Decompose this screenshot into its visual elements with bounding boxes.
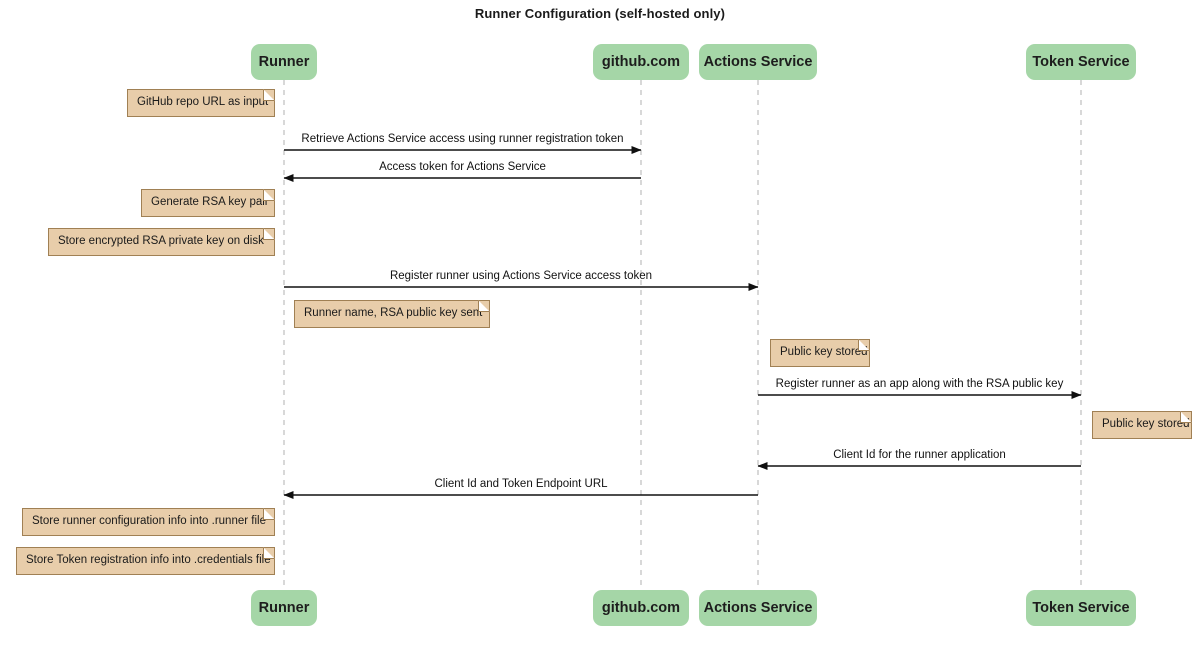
message-label-text: Client Id and Token Endpoint URL <box>434 478 608 490</box>
message-label-text: Client Id for the runner application <box>833 449 1006 461</box>
participant-label: Token Service <box>1032 54 1130 70</box>
participant-label: Token Service <box>1032 600 1130 616</box>
note-text: GitHub repo URL as input <box>137 96 269 109</box>
note-store-encrypted-rsa: Store encrypted RSA private key on disk <box>48 228 275 256</box>
note-text: Store runner configuration info into .ru… <box>32 515 266 528</box>
participant-runner-top[interactable]: Runner <box>251 44 317 80</box>
message-label-text: Retrieve Actions Service access using ru… <box>301 133 624 145</box>
note-text: Store Token registration info into .cred… <box>26 554 271 567</box>
note-fold-corner-icon <box>263 89 275 101</box>
participant-label: Actions Service <box>703 54 813 70</box>
note-fold-corner-icon <box>263 228 275 240</box>
message-label-text: Register runner as an app along with the… <box>775 378 1064 390</box>
note-generate-rsa: Generate RSA key pair <box>141 189 275 217</box>
note-fold-corner-icon <box>478 300 490 312</box>
participant-github-top[interactable]: github.com <box>593 44 689 80</box>
lifelines-group <box>283 80 1082 588</box>
participant-runner-bottom[interactable]: Runner <box>251 590 317 626</box>
participant-token-bottom[interactable]: Token Service <box>1026 590 1136 626</box>
message-label-text: Access token for Actions Service <box>379 161 546 173</box>
participant-actions-top[interactable]: Actions Service <box>699 44 817 80</box>
note-store-runner-config: Store runner configuration info into .ru… <box>22 508 275 536</box>
note-fold-corner-icon <box>858 339 870 351</box>
note-text: Public key stored <box>780 346 868 359</box>
note-text: Public key stored <box>1102 418 1190 431</box>
note-fold-corner-icon <box>1180 411 1192 423</box>
participant-label: Runner <box>258 54 310 70</box>
page-title: Runner Configuration (self-hosted only) <box>474 6 726 21</box>
note-public-key-stored-token: Public key stored <box>1092 411 1192 439</box>
message-arrows-group <box>283 146 1082 499</box>
participant-label: Runner <box>258 600 310 616</box>
participant-token-top[interactable]: Token Service <box>1026 44 1136 80</box>
note-text: Store encrypted RSA private key on disk <box>58 235 264 248</box>
note-store-token-registration: Store Token registration info into .cred… <box>16 547 275 575</box>
participant-actions-bottom[interactable]: Actions Service <box>699 590 817 626</box>
note-github-repo-url: GitHub repo URL as input <box>127 89 275 117</box>
note-fold-corner-icon <box>263 189 275 201</box>
note-public-key-stored-actions: Public key stored <box>770 339 870 367</box>
participant-github-bottom[interactable]: github.com <box>593 590 689 626</box>
note-text: Runner name, RSA public key sent <box>304 307 483 320</box>
note-text: Generate RSA key pair <box>151 196 269 209</box>
participant-label: github.com <box>601 600 681 616</box>
participant-label: Actions Service <box>703 600 813 616</box>
note-runner-name-rsa: Runner name, RSA public key sent <box>294 300 490 328</box>
note-fold-corner-icon <box>263 508 275 520</box>
participant-label: github.com <box>601 54 681 70</box>
message-label-text: Register runner using Actions Service ac… <box>389 270 653 282</box>
note-fold-corner-icon <box>263 547 275 559</box>
